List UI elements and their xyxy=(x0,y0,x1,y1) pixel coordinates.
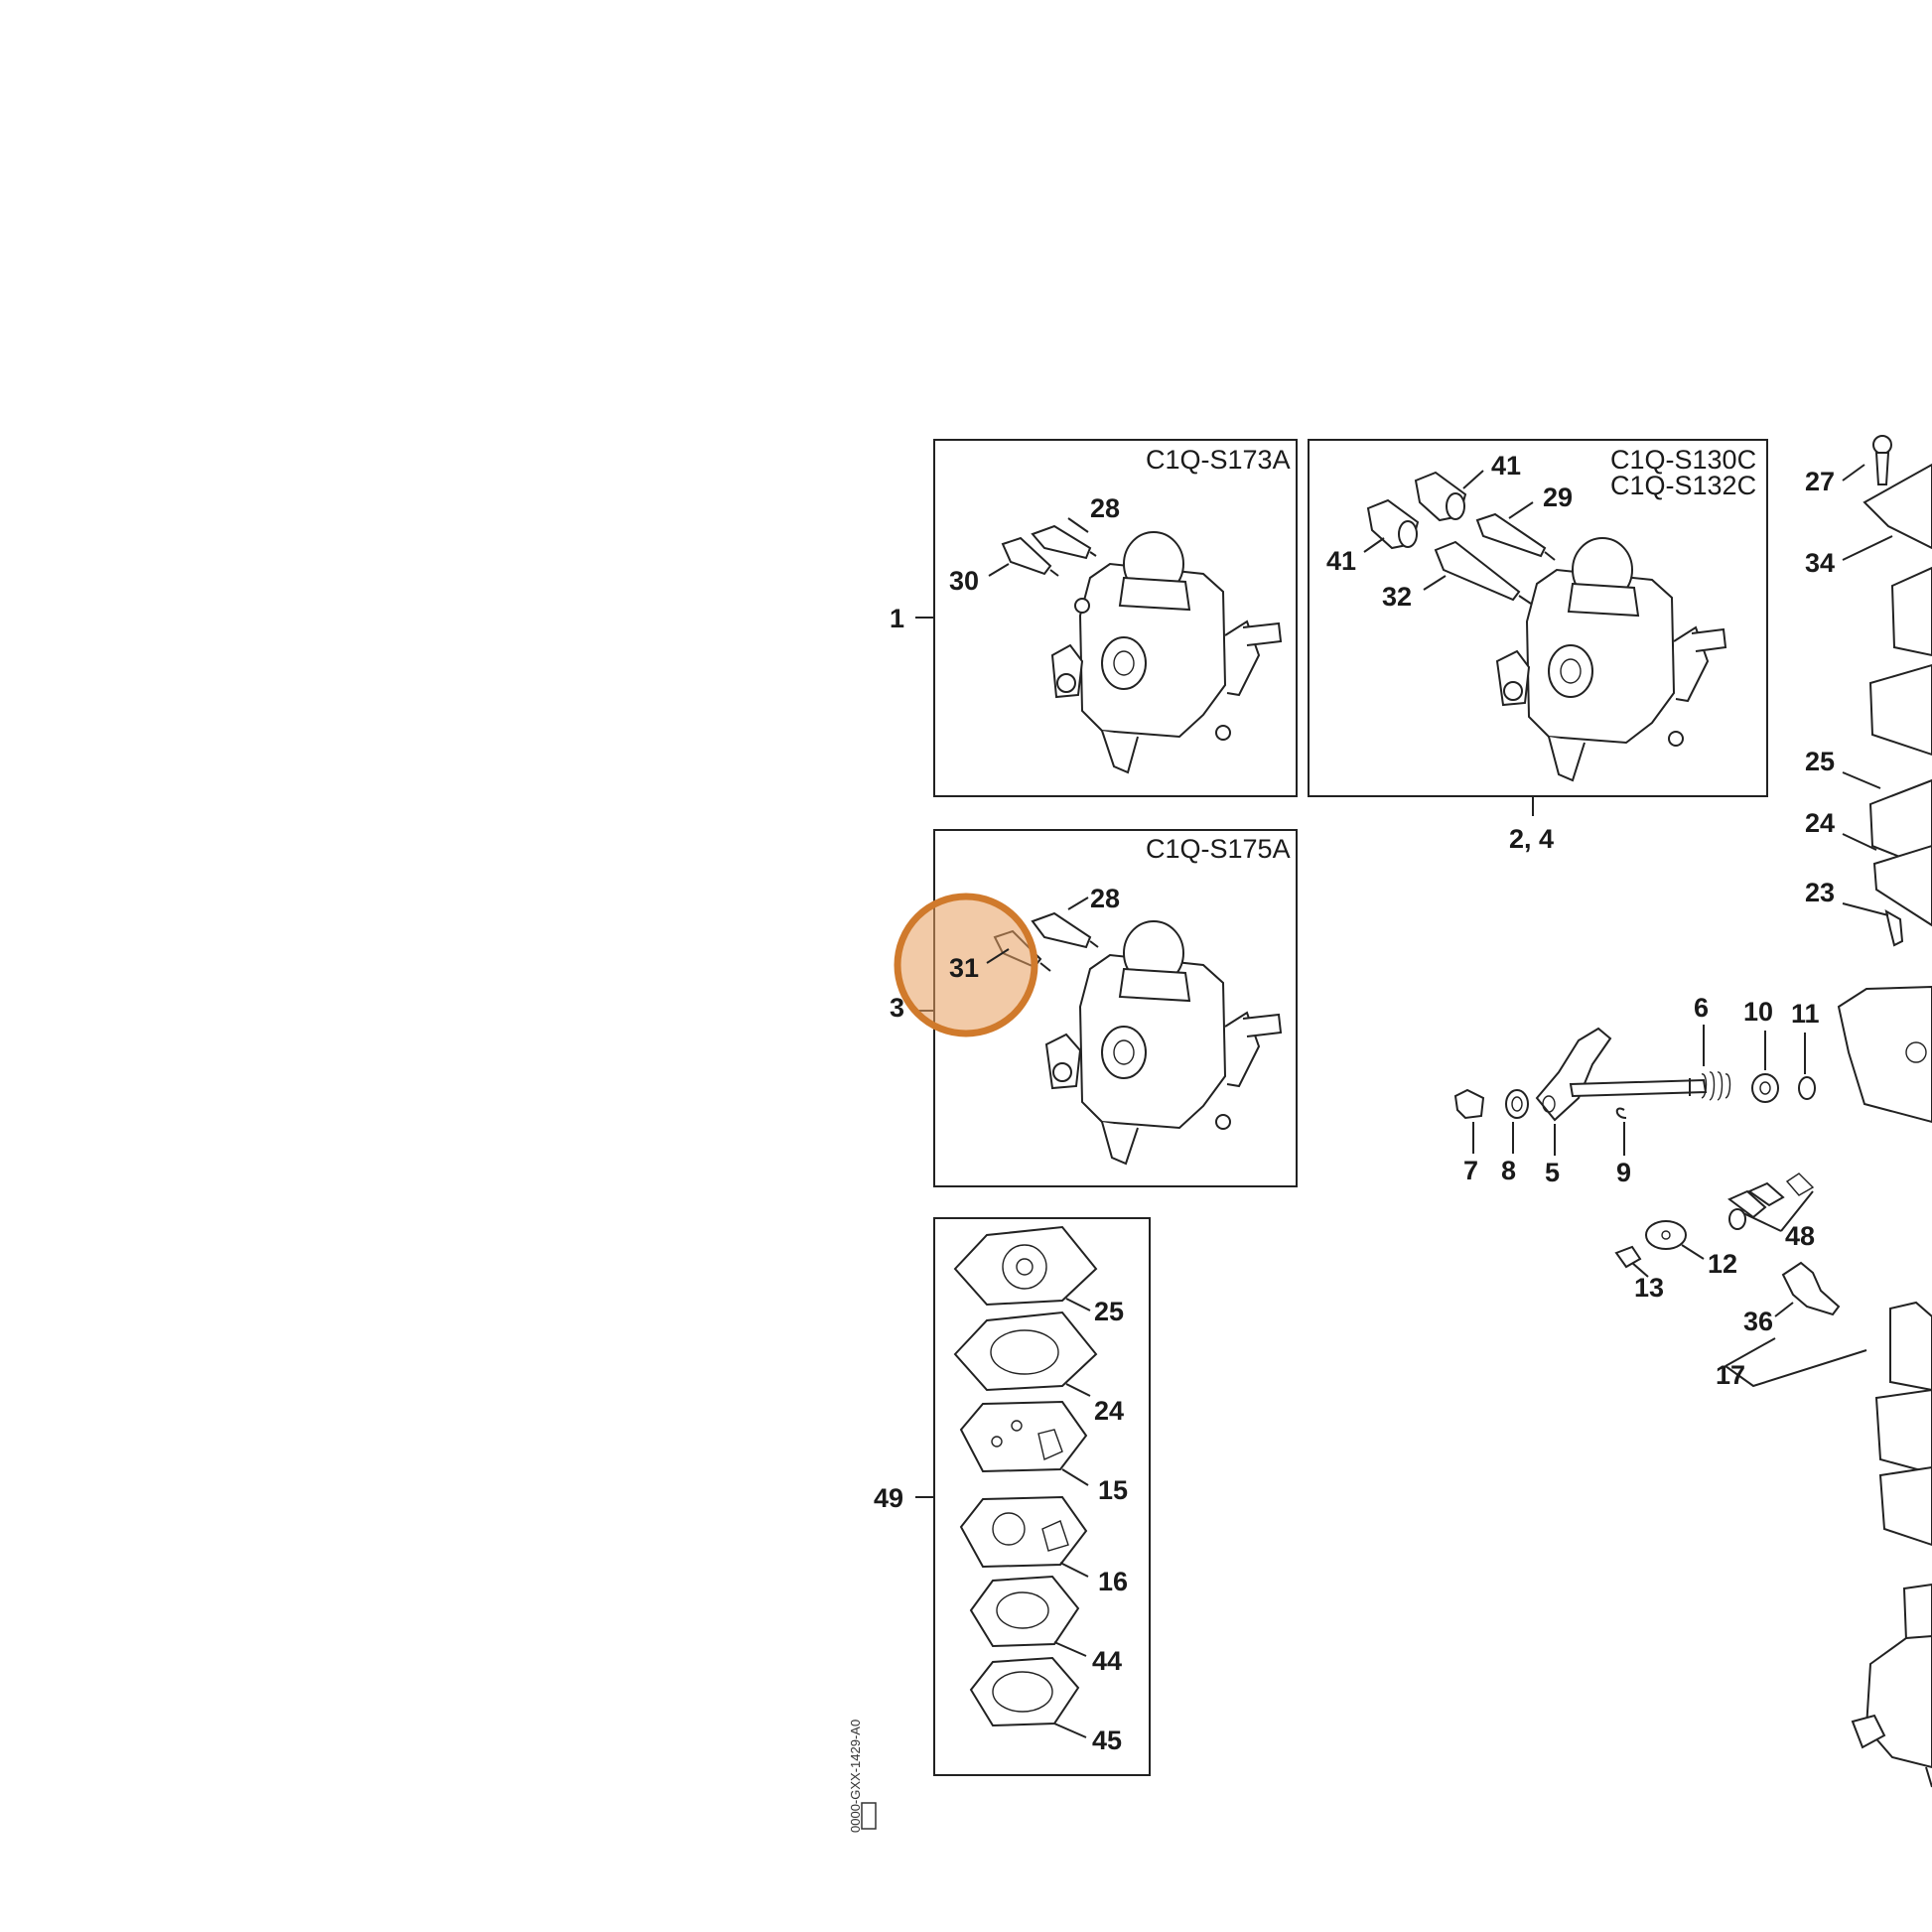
ref-label-49[interactable]: 49 xyxy=(874,1483,903,1513)
part-label-28[interactable]: 28 xyxy=(1090,493,1120,523)
gasket-24-icon xyxy=(953,1311,1098,1392)
part-label-25[interactable]: 25 xyxy=(1094,1297,1124,1326)
part-label-25-main[interactable]: 25 xyxy=(1805,747,1835,776)
gasket-kit-box[interactable]: 25 24 15 16 44 45 xyxy=(933,1217,1151,1776)
screw-30-icon xyxy=(1001,536,1052,576)
part-label-15[interactable]: 15 xyxy=(1098,1475,1128,1505)
part-label-41[interactable]: 41 xyxy=(1491,451,1521,481)
part-label-45[interactable]: 45 xyxy=(1092,1725,1122,1755)
part-label-11[interactable]: 11 xyxy=(1791,999,1820,1029)
part-label-32[interactable]: 32 xyxy=(1382,582,1412,612)
part-label-9[interactable]: 9 xyxy=(1616,1158,1631,1187)
highlight-part-31[interactable]: 31 xyxy=(894,893,1038,1037)
model-label: C1Q-S173A xyxy=(1146,445,1291,475)
main-view-labels: 27 34 25 24 23 6 10 11 7 8 5 9 48 12 13 … xyxy=(1463,464,1893,1390)
model-label-1: C1Q-S130C xyxy=(1610,445,1756,475)
part-label-17[interactable]: 17 xyxy=(1716,1360,1745,1390)
ref-label-2-4[interactable]: 2, 4 xyxy=(1509,824,1554,854)
ref-label-1[interactable]: 1 xyxy=(890,604,904,633)
screw-28-icon xyxy=(1031,911,1092,949)
part-label-44[interactable]: 44 xyxy=(1092,1646,1122,1676)
part-label-34[interactable]: 34 xyxy=(1805,548,1835,578)
part-label-31[interactable]: 31 xyxy=(949,953,979,983)
part-label-30[interactable]: 30 xyxy=(949,566,979,596)
gasket-44-icon xyxy=(969,1575,1080,1648)
part-label-24[interactable]: 24 xyxy=(1094,1396,1124,1426)
variant-box-c1q-s130c-s132c[interactable]: C1Q-S130C C1Q-S132C 41 29 41 xyxy=(1308,439,1768,797)
variant-box-c1q-s173a[interactable]: C1Q-S173A 28 30 xyxy=(933,439,1298,797)
carburetor-illustration xyxy=(1495,537,1727,782)
part-label-8[interactable]: 8 xyxy=(1501,1156,1516,1185)
metering-plate-15-icon xyxy=(959,1400,1088,1473)
part-label-27[interactable]: 27 xyxy=(1805,467,1835,496)
screw-28-icon xyxy=(1031,524,1092,560)
ref-label-3[interactable]: 3 xyxy=(890,993,904,1023)
part-label-10[interactable]: 10 xyxy=(1743,997,1773,1027)
carburetor-illustration xyxy=(1050,531,1283,774)
drawing-code-frame xyxy=(861,1802,877,1830)
gasket-45-icon xyxy=(969,1656,1080,1727)
svg-text:0000-GXX-1429-A0: 0000-GXX-1429-A0 xyxy=(848,1720,863,1833)
main-exploded-view xyxy=(1453,435,1932,1788)
part-label-12[interactable]: 12 xyxy=(1708,1249,1737,1279)
part-label-16[interactable]: 16 xyxy=(1098,1567,1128,1596)
part-label-7[interactable]: 7 xyxy=(1463,1156,1478,1185)
part-label-36[interactable]: 36 xyxy=(1743,1307,1773,1336)
part-label-29[interactable]: 29 xyxy=(1543,483,1573,512)
carburetor-illustration xyxy=(1044,920,1283,1166)
drawing-code: 0000-GXX-1429-A0 xyxy=(848,1720,863,1833)
diaphragm-16-icon xyxy=(959,1495,1088,1569)
part-label-24-main[interactable]: 24 xyxy=(1805,808,1835,838)
part-label-6[interactable]: 6 xyxy=(1694,993,1709,1023)
screw-32-icon xyxy=(1434,540,1521,602)
model-label: C1Q-S175A xyxy=(1146,834,1291,864)
part-label-13[interactable]: 13 xyxy=(1634,1273,1664,1303)
part-label-41b[interactable]: 41 xyxy=(1326,546,1356,576)
part-label-48[interactable]: 48 xyxy=(1785,1221,1815,1251)
part-label-23[interactable]: 23 xyxy=(1805,878,1835,907)
part-label-5[interactable]: 5 xyxy=(1545,1158,1560,1187)
screw-29-icon xyxy=(1475,512,1547,558)
part-label-28[interactable]: 28 xyxy=(1090,884,1120,913)
model-label-2: C1Q-S132C xyxy=(1610,471,1756,500)
diaphragm-25-icon xyxy=(953,1225,1098,1307)
